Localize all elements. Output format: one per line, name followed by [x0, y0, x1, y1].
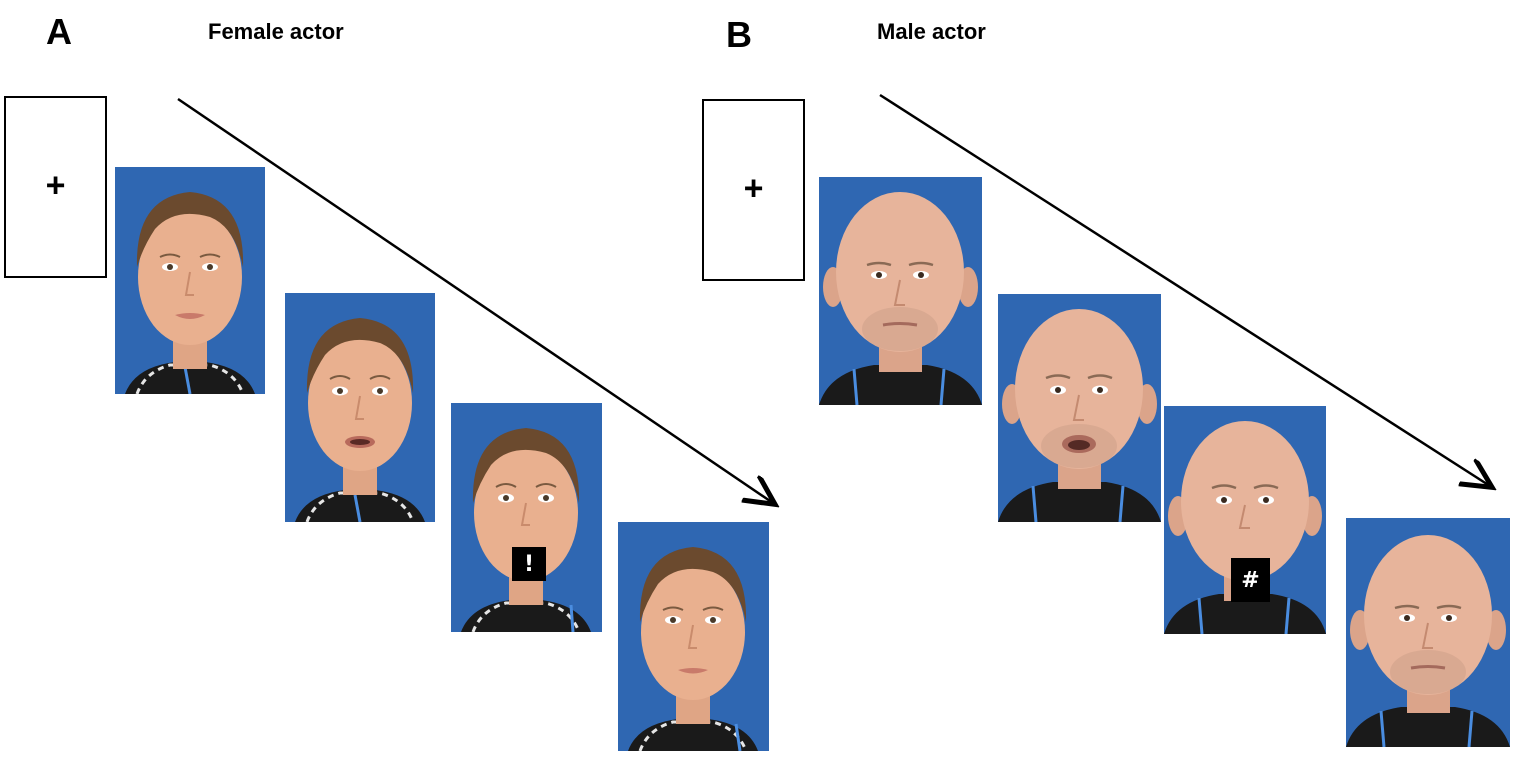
male-face-neutral-1	[819, 177, 982, 405]
mask-symbol-a: !	[523, 551, 535, 577]
panel-a-letter: A	[46, 11, 72, 52]
mask-symbol-b: #	[1241, 567, 1260, 593]
time-arrow-a	[177, 97, 773, 503]
panel-b-title: Male actor	[877, 19, 986, 44]
fixation-cross-b: +	[743, 169, 764, 208]
female-face-masked: !	[451, 403, 602, 632]
fixation-frame-b: +	[702, 99, 805, 281]
fixation-frame-a: +	[4, 96, 107, 278]
male-face-neutral-2	[1346, 518, 1510, 747]
time-arrow-b	[879, 93, 1490, 486]
female-face-neutral-2	[618, 522, 769, 751]
panel-b-letter: B	[726, 14, 752, 55]
female-face-neutral-1	[115, 167, 265, 394]
female-face-speaking	[285, 293, 435, 522]
male-face-masked: #	[1164, 406, 1326, 634]
mouth-mask-a: !	[512, 547, 546, 581]
male-face-speaking	[998, 294, 1161, 522]
mouth-mask-b: #	[1231, 558, 1270, 602]
panel-a-title: Female actor	[208, 19, 344, 44]
fixation-cross-a: +	[45, 166, 66, 205]
